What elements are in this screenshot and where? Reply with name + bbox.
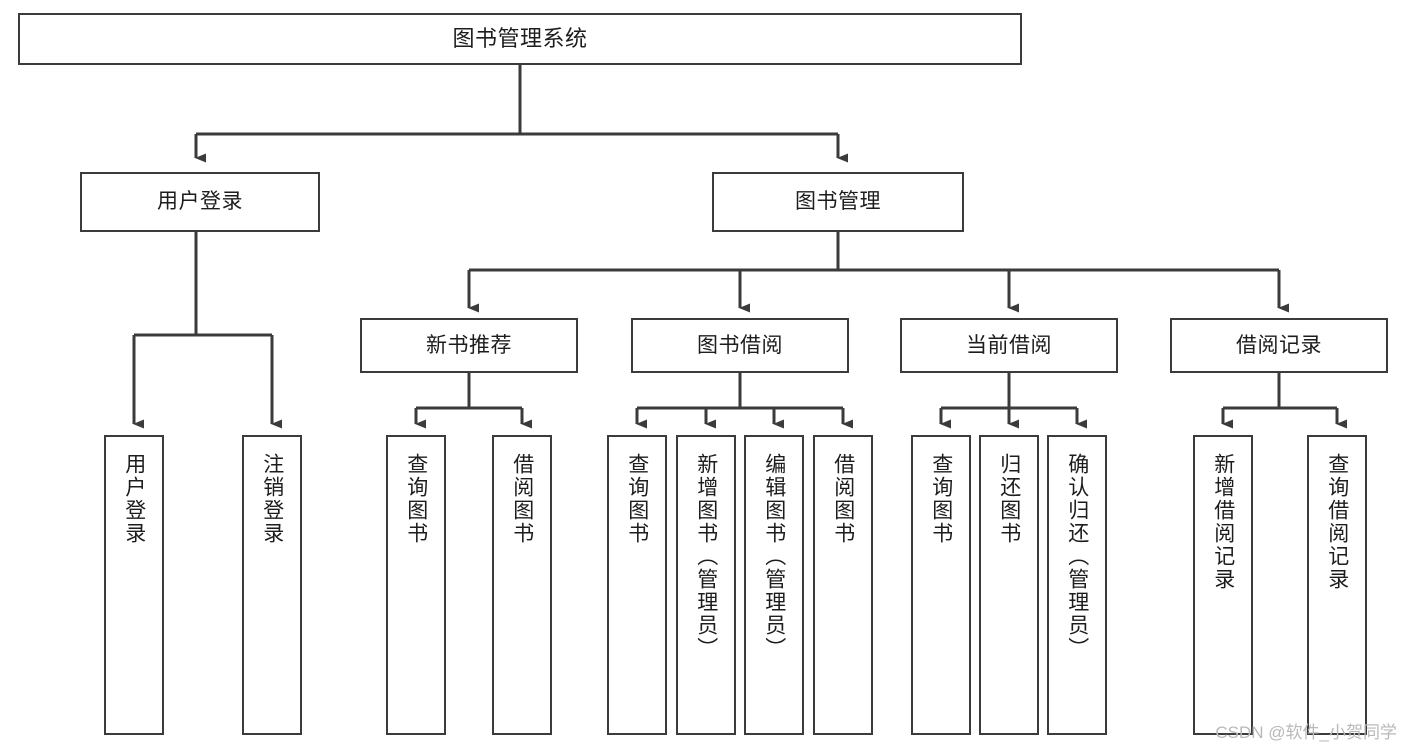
- node-leaf-user-logout-label: 注销登录: [260, 453, 284, 545]
- node-root[interactable]: 图书管理系统: [18, 13, 1022, 65]
- node-leaf-query-book-1[interactable]: 查询图书: [386, 435, 446, 735]
- node-book-management[interactable]: 图书管理: [712, 172, 964, 232]
- node-leaf-borrow-book-2[interactable]: 借阅图书: [813, 435, 873, 735]
- node-borrow-records[interactable]: 借阅记录: [1170, 318, 1388, 373]
- node-leaf-return-book-label: 归还图书: [997, 453, 1021, 545]
- node-user-login-label: 用户登录: [157, 190, 243, 214]
- watermark: CSDN @软件_小贺同学: [1215, 723, 1397, 742]
- node-leaf-edit-book-label: 编辑图书（管理员）: [762, 453, 786, 660]
- node-root-label: 图书管理系统: [452, 25, 588, 51]
- node-leaf-query-book-3-label: 查询图书: [929, 453, 953, 545]
- node-leaf-query-record[interactable]: 查询借阅记录: [1307, 435, 1367, 735]
- node-user-login[interactable]: 用户登录: [80, 172, 320, 232]
- node-leaf-query-record-label: 查询借阅记录: [1325, 453, 1349, 591]
- node-leaf-query-book-1-label: 查询图书: [404, 453, 428, 545]
- node-leaf-add-record[interactable]: 新增借阅记录: [1193, 435, 1253, 735]
- node-current-borrow-label: 当前借阅: [966, 333, 1052, 357]
- node-current-borrow[interactable]: 当前借阅: [900, 318, 1118, 373]
- node-leaf-borrow-book-2-label: 借阅图书: [831, 453, 855, 545]
- node-leaf-confirm-return-label: 确认归还（管理员）: [1065, 453, 1089, 660]
- node-borrow-records-label: 借阅记录: [1236, 333, 1322, 357]
- node-leaf-user-login[interactable]: 用户登录: [104, 435, 164, 735]
- node-leaf-borrow-book-1[interactable]: 借阅图书: [492, 435, 552, 735]
- node-leaf-add-book[interactable]: 新增图书（管理员）: [676, 435, 736, 735]
- node-leaf-user-login-label: 用户登录: [122, 453, 146, 545]
- node-leaf-query-book-2-label: 查询图书: [625, 453, 649, 545]
- node-book-borrow[interactable]: 图书借阅: [631, 318, 849, 373]
- node-new-book-recommend-label: 新书推荐: [426, 333, 512, 357]
- node-new-book-recommend[interactable]: 新书推荐: [360, 318, 578, 373]
- node-leaf-query-book-2[interactable]: 查询图书: [607, 435, 667, 735]
- node-leaf-borrow-book-1-label: 借阅图书: [510, 453, 534, 545]
- node-book-management-label: 图书管理: [795, 190, 881, 214]
- node-book-borrow-label: 图书借阅: [697, 333, 783, 357]
- node-leaf-add-book-label: 新增图书（管理员）: [694, 453, 718, 660]
- node-leaf-query-book-3[interactable]: 查询图书: [911, 435, 971, 735]
- node-leaf-user-logout[interactable]: 注销登录: [242, 435, 302, 735]
- node-leaf-edit-book[interactable]: 编辑图书（管理员）: [744, 435, 804, 735]
- node-leaf-return-book[interactable]: 归还图书: [979, 435, 1039, 735]
- node-leaf-add-record-label: 新增借阅记录: [1211, 453, 1235, 591]
- node-leaf-confirm-return[interactable]: 确认归还（管理员）: [1047, 435, 1107, 735]
